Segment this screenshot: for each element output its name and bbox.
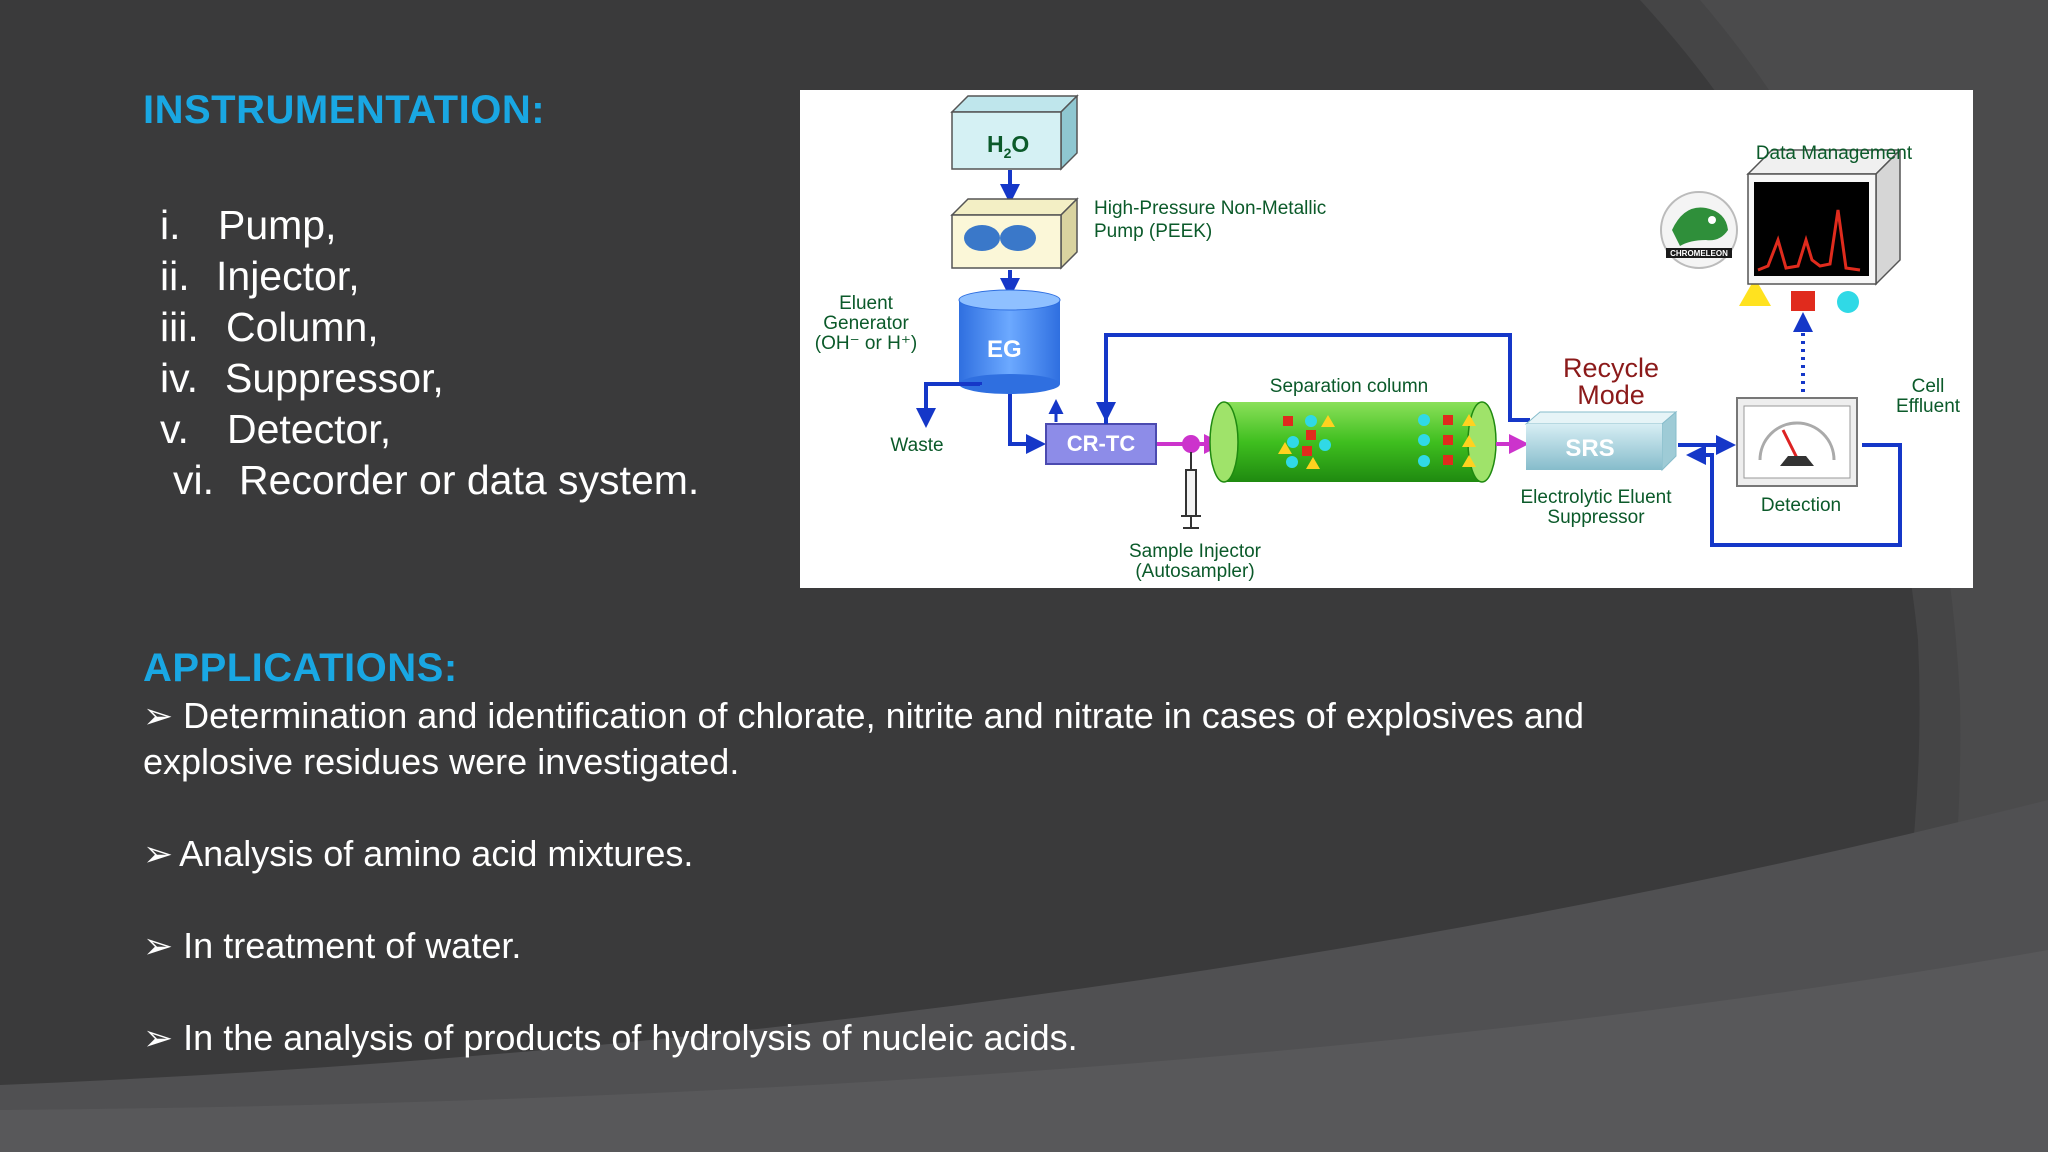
injector-label: (Autosampler) xyxy=(1135,561,1254,582)
instrumentation-heading: INSTRUMENTATION: xyxy=(143,88,546,132)
separation-label: Separation column xyxy=(1270,376,1428,397)
list-item: ii. Injector, xyxy=(160,251,699,302)
list-number: i. xyxy=(160,202,181,248)
waste-label: Waste xyxy=(890,435,943,456)
list-text: Pump, xyxy=(218,202,337,248)
ion-chromatography-diagram: H2O High-Pressure Non-Metallic Pump (PEE… xyxy=(800,90,1973,588)
list-number: vi. xyxy=(173,457,214,503)
chromeleon-logo-icon: CHROMELEON xyxy=(1660,191,1738,269)
srs-label: SRS xyxy=(1565,435,1614,462)
sample-injector-icon xyxy=(1181,452,1201,529)
list-number: iv. xyxy=(160,355,198,401)
list-text: Detector, xyxy=(227,406,392,452)
bullet-arrow-icon: ➢ xyxy=(143,925,174,966)
cell-effluent-label: Cell xyxy=(1912,376,1945,397)
application-item: ➢Determination and identification of chl… xyxy=(143,693,1663,785)
data-management-monitor xyxy=(1746,148,1902,286)
eluent-generator: EG xyxy=(958,289,1061,394)
bullet-arrow-icon: ➢ xyxy=(143,695,174,736)
list-number: v. xyxy=(160,406,189,452)
bullet-arrow-icon: ➢ xyxy=(143,833,174,874)
application-item: ➢In the analysis of products of hydrolys… xyxy=(143,1015,1663,1061)
data-management-label: Data Management xyxy=(1756,143,1913,164)
list-item: v. Detector, xyxy=(160,404,699,455)
water-reservoir: H2O xyxy=(950,94,1079,171)
detection-label: Detection xyxy=(1761,495,1841,516)
eluent-label: Generator xyxy=(823,313,909,334)
eluent-label: (OH⁻ or H⁺) xyxy=(815,333,917,354)
bullet-arrow-icon: ➢ xyxy=(143,1017,174,1058)
list-text: Column, xyxy=(226,304,379,350)
eg-label: EG xyxy=(987,336,1022,363)
cell-effluent-label: Effluent xyxy=(1896,396,1961,417)
pump-label: Pump (PEEK) xyxy=(1094,221,1212,242)
list-item: iv. Suppressor, xyxy=(160,353,699,404)
suppressor-label: Suppressor xyxy=(1547,507,1645,528)
application-text: Determination and identification of chlo… xyxy=(143,695,1584,782)
h2o-label: H2O xyxy=(987,131,1029,161)
chromeleon-label: CHROMELEON xyxy=(1670,249,1728,258)
application-text: In treatment of water. xyxy=(183,925,522,966)
list-number: iii. xyxy=(160,304,199,350)
list-text: Suppressor, xyxy=(225,355,444,401)
list-item: i. Pump, xyxy=(160,200,699,251)
cr-tc-box: CR-TC xyxy=(1045,423,1157,465)
list-text: Recorder or data system. xyxy=(239,457,700,503)
application-text: In the analysis of products of hydrolysi… xyxy=(183,1017,1078,1058)
applications-heading: APPLICATIONS: xyxy=(143,646,458,690)
eluent-label: Eluent xyxy=(839,293,894,314)
detector xyxy=(1736,397,1858,487)
pump-label: High-Pressure Non-Metallic xyxy=(1094,198,1326,219)
suppressor: SRS xyxy=(1524,410,1678,472)
application-item: ➢Analysis of amino acid mixtures. xyxy=(143,831,1663,877)
crtc-label: CR-TC xyxy=(1067,431,1136,456)
pump xyxy=(950,197,1079,270)
recycle-label: Recycle xyxy=(1563,353,1659,383)
application-text: Analysis of amino acid mixtures. xyxy=(179,833,694,874)
injector-label: Sample Injector xyxy=(1129,541,1262,562)
separation-column xyxy=(1209,401,1497,483)
list-text: Injector, xyxy=(216,253,360,299)
application-item: ➢In treatment of water. xyxy=(143,923,1663,969)
list-number: ii. xyxy=(160,253,190,299)
instrument-list: i. Pump, ii. Injector, iii. Column, iv. Supp… xyxy=(160,200,699,506)
suppressor-label: Electrolytic Eluent xyxy=(1520,487,1672,508)
list-item: vi. Recorder or data system. xyxy=(160,455,699,506)
list-item: iii. Column, xyxy=(160,302,699,353)
recycle-label: Mode xyxy=(1577,380,1645,410)
